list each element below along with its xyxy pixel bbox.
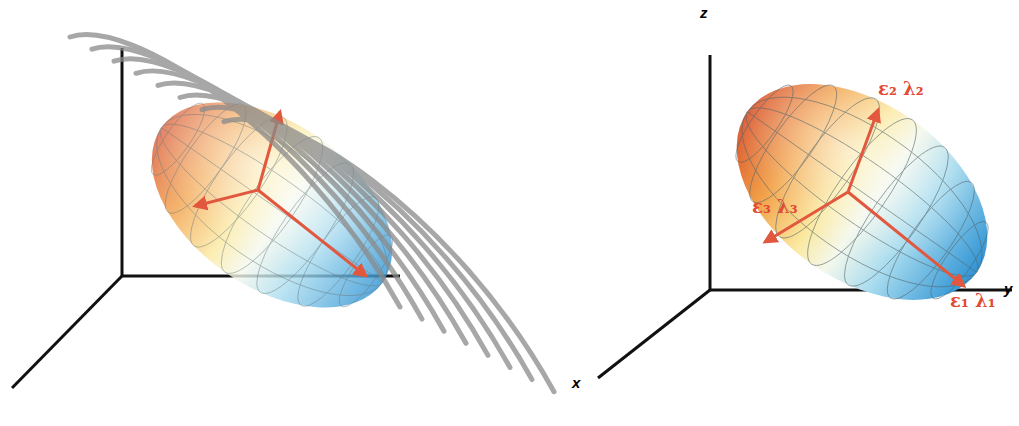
eigen-label: ε₂ λ₂	[878, 78, 924, 99]
eigen-label: ε₃ λ₃	[752, 196, 798, 217]
axis-label: x	[572, 374, 580, 391]
eigen-label: ε₁ λ₁	[950, 290, 996, 311]
axis-label: z	[700, 4, 708, 21]
fiber-bundle	[70, 35, 554, 392]
ellipsoid	[697, 40, 1019, 345]
axis-label: y	[1004, 280, 1012, 297]
